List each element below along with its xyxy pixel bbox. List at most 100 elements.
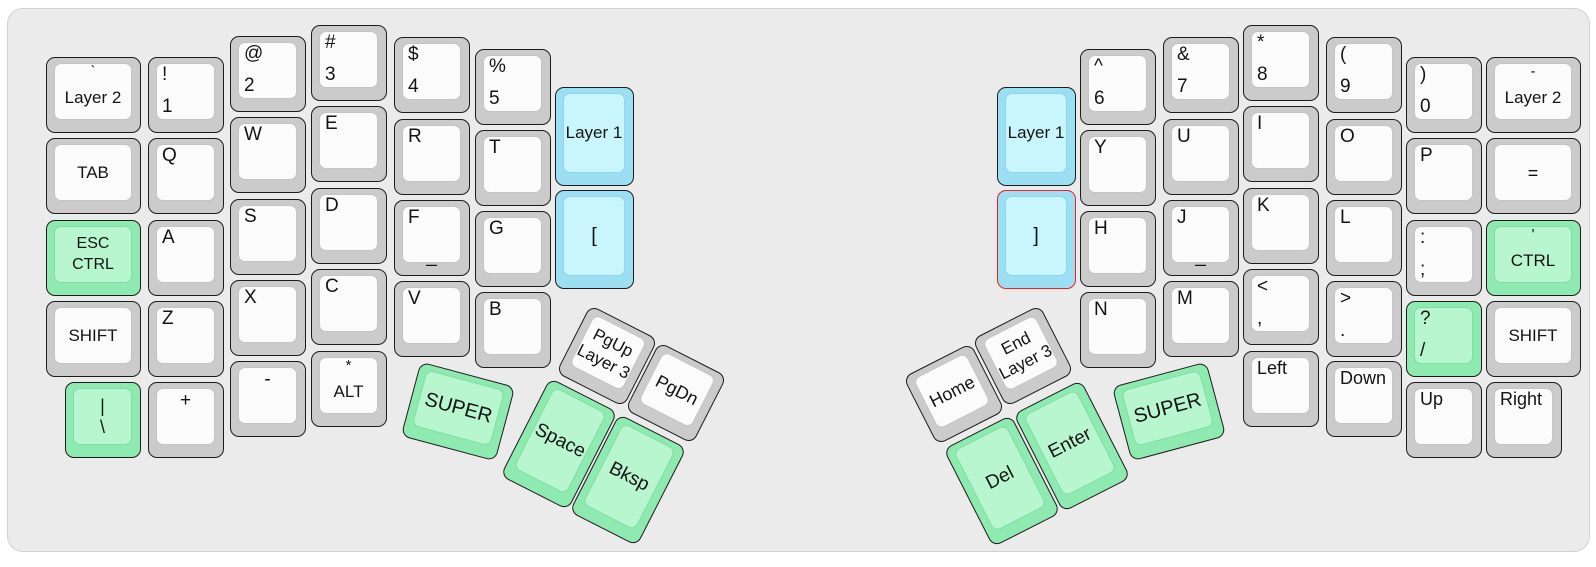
key-layer1-right[interactable]: Layer 1 [997, 87, 1076, 186]
key-shift-left[interactable]: SHIFT [46, 301, 141, 377]
key-quote-ctrl[interactable]: 'CTRL [1486, 220, 1581, 296]
keycap-face [1494, 144, 1572, 201]
key-0[interactable]: )0 [1406, 57, 1482, 133]
keycap-face [1088, 136, 1147, 193]
keycap-face [1414, 144, 1473, 201]
key-d[interactable]: D [311, 188, 387, 264]
keycap-face [319, 275, 378, 332]
keycap-face [1494, 226, 1572, 283]
key-m[interactable]: M [1163, 281, 1239, 357]
keycap-face [411, 369, 506, 447]
keycap-face [156, 226, 215, 283]
keycap-face [1088, 298, 1147, 355]
key-slash[interactable]: ?/ [1406, 301, 1482, 377]
key-rbracket[interactable]: ] [997, 190, 1076, 289]
key-super-right[interactable]: SUPER [1111, 361, 1227, 462]
key-r[interactable]: R [394, 119, 470, 195]
key-i[interactable]: I [1243, 106, 1319, 182]
keycap-face [563, 93, 625, 173]
key-9[interactable]: (9 [1326, 37, 1402, 113]
key-1[interactable]: !1 [148, 57, 224, 133]
keycap-face [1088, 217, 1147, 274]
key-w[interactable]: W [230, 117, 306, 193]
key-n[interactable]: N [1080, 292, 1156, 368]
keycap-face [1334, 43, 1393, 100]
key-5[interactable]: %5 [475, 49, 551, 125]
keycap-face [402, 287, 461, 344]
keycap-face [563, 196, 625, 276]
keycap-face [483, 136, 542, 193]
keycap-face [402, 43, 461, 100]
key-up-arrow[interactable]: Up [1406, 382, 1482, 458]
keycap-face [912, 352, 992, 430]
key-j[interactable]: J_ [1163, 200, 1239, 276]
keycap-face [568, 313, 648, 392]
key-l[interactable]: L [1326, 200, 1402, 276]
key-s[interactable]: S [230, 199, 306, 275]
key-comma[interactable]: <, [1243, 269, 1319, 345]
key-v[interactable]: V [394, 281, 470, 357]
keycap-face [1334, 287, 1393, 344]
key-h[interactable]: H [1080, 211, 1156, 287]
key-semicolon[interactable]: :; [1406, 220, 1482, 296]
keycap-face [637, 350, 717, 429]
key-grave-layer2[interactable]: `Layer 2 [46, 57, 141, 133]
key-right-arrow[interactable]: Right [1486, 382, 1562, 458]
key-2[interactable]: @2 [230, 36, 306, 112]
keycap-face [1171, 43, 1230, 100]
keycap-face [1414, 388, 1473, 445]
key-t[interactable]: T [475, 130, 551, 206]
key-tab[interactable]: TAB [46, 138, 141, 214]
keycap-face [1414, 226, 1473, 283]
keycap-face [1251, 194, 1310, 251]
key-7[interactable]: &7 [1163, 37, 1239, 113]
key-4[interactable]: $4 [394, 37, 470, 113]
keycap-face [1171, 206, 1230, 263]
key-g[interactable]: G [475, 211, 551, 287]
key-k[interactable]: K [1243, 188, 1319, 264]
keycap-face [319, 194, 378, 251]
key-x[interactable]: X [230, 280, 306, 356]
key-f[interactable]: F_ [394, 200, 470, 276]
keycap-face [156, 144, 215, 201]
key-c[interactable]: C [311, 269, 387, 345]
key-o[interactable]: O [1326, 119, 1402, 195]
keycap-face [54, 144, 132, 201]
key-equals[interactable]: = [1486, 138, 1581, 214]
key-super-left[interactable]: SUPER [400, 361, 516, 462]
key-a[interactable]: A [148, 220, 224, 296]
key-u[interactable]: U [1163, 119, 1239, 195]
keycap-face [54, 226, 132, 283]
key-pipe-backslash[interactable]: |\ [65, 382, 141, 458]
keycap-face [1251, 112, 1310, 169]
key-down-arrow[interactable]: Down [1326, 361, 1402, 437]
key-p[interactable]: P [1406, 138, 1482, 214]
key-y[interactable]: Y [1080, 130, 1156, 206]
keycap-face [981, 314, 1061, 392]
key-layer1-left[interactable]: Layer 1 [555, 87, 634, 186]
keycap-face [483, 55, 542, 112]
keycap-face [483, 217, 542, 274]
key-6[interactable]: ^6 [1080, 49, 1156, 125]
key-3[interactable]: #3 [311, 25, 387, 101]
key-e[interactable]: E [311, 106, 387, 182]
key-8[interactable]: *8 [1243, 25, 1319, 101]
key-minus-layer2[interactable]: -Layer 2 [1486, 57, 1581, 133]
key-plus[interactable]: + [148, 382, 224, 458]
key-star-alt[interactable]: *ALT [311, 351, 387, 427]
key-minus[interactable]: - [230, 361, 306, 437]
key-b[interactable]: B [475, 292, 551, 368]
keycap-face [1251, 31, 1310, 88]
key-lbracket[interactable]: [ [555, 190, 634, 289]
key-shift-right[interactable]: SHIFT [1486, 301, 1581, 377]
keycap-face [1414, 307, 1473, 364]
keycap-face [319, 31, 378, 88]
key-q[interactable]: Q [148, 138, 224, 214]
key-z[interactable]: Z [148, 301, 224, 377]
key-period[interactable]: >. [1326, 281, 1402, 357]
key-left-arrow[interactable]: Left [1243, 351, 1319, 427]
keycap-face [238, 123, 297, 180]
